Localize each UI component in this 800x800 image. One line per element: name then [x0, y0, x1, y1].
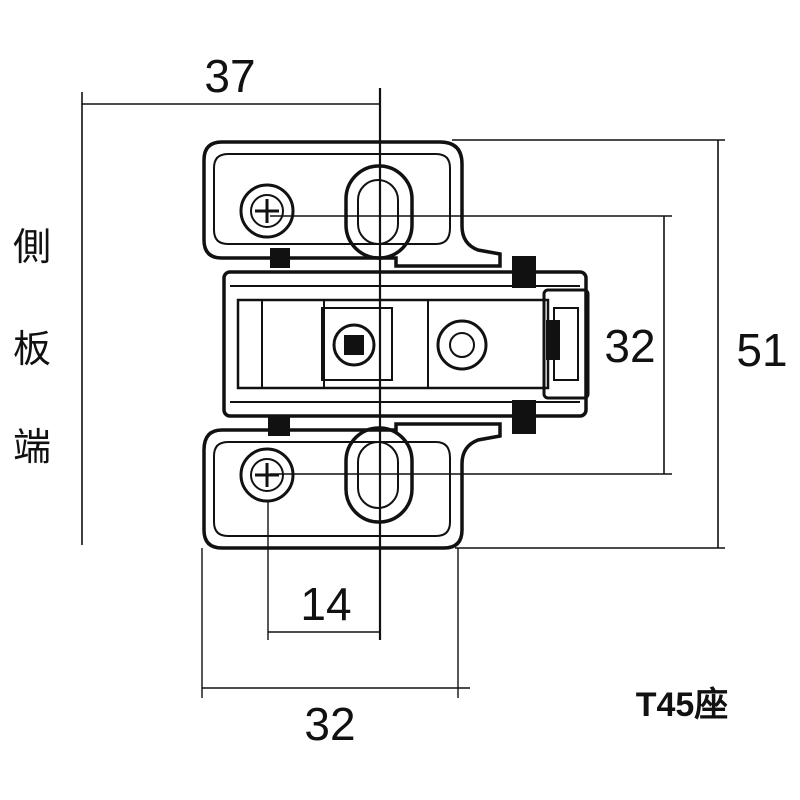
dim-32v-label: 32	[604, 320, 655, 372]
side-label-char-3: 端	[13, 425, 51, 469]
clip-latch	[546, 320, 560, 360]
tab-top-left	[270, 248, 290, 268]
upper-plate-inner	[213, 153, 451, 245]
tab-bottom-left	[268, 416, 290, 436]
upper-screw-icon	[239, 183, 295, 239]
adjustment-screw-icon	[436, 319, 488, 371]
tab-bottom-right	[512, 400, 536, 434]
middle-body-outline	[222, 270, 588, 418]
lower-slot	[344, 426, 414, 524]
dim-51-label: 51	[736, 324, 787, 376]
right-clip	[542, 288, 590, 400]
side-label-char-2: 板	[13, 327, 51, 371]
dim-14-label: 14	[300, 578, 351, 630]
slide-block-left-section	[261, 299, 325, 389]
tab-top-right	[512, 256, 536, 288]
dim-37-label: 37	[204, 50, 255, 102]
upper-slot	[344, 164, 414, 260]
side-label-char-1: 側	[13, 225, 51, 269]
lower-plate-outline	[202, 422, 502, 550]
lower-screw-icon	[239, 447, 295, 503]
dim-32h-label: 32	[304, 698, 355, 750]
upper-plate-outline	[202, 140, 502, 268]
cam-screw-icon	[332, 323, 376, 367]
cam-housing	[321, 307, 393, 381]
fasteners	[239, 164, 488, 524]
lower-plate-inner	[213, 441, 451, 537]
model-label: T45座	[636, 686, 729, 724]
hinge-plate-outline	[202, 140, 590, 550]
